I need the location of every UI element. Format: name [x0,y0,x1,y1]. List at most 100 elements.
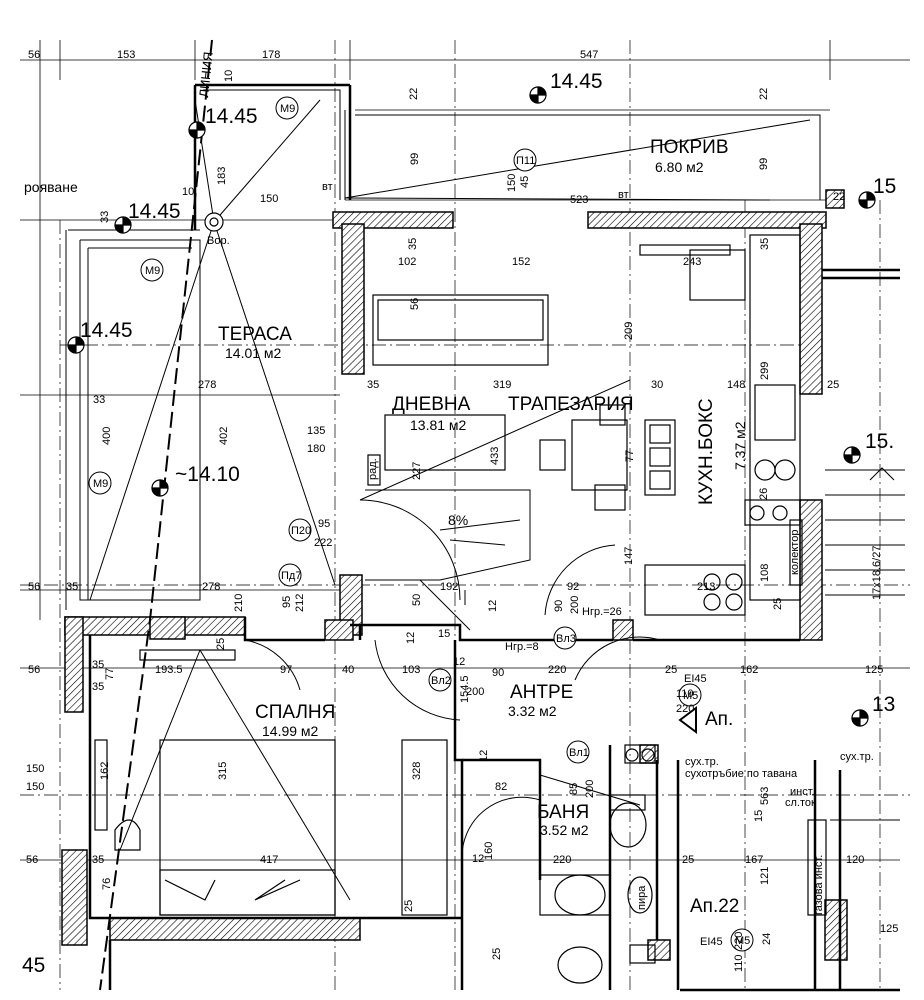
bath-fixtures [539,744,827,984]
level-marker-symbol [151,479,169,497]
dimension-value: 227 [411,462,423,480]
tag-label: M9 [93,478,108,490]
level-left2: 14.45 [80,319,133,342]
slope-label: 8% [448,512,468,528]
apartment-label: Ап. [705,709,733,730]
dimension-value: 220 [676,703,694,715]
tag-label: M5 [735,935,750,947]
level-balcony: 14.45 [205,105,258,128]
dimension-value: 56 [28,49,40,61]
dimension-value: 12 [405,632,417,644]
dimension-value: 167 [745,854,763,866]
dimension-value: 299 [759,362,771,380]
dimension-value: 563 [759,787,771,805]
living-furniture [367,294,676,511]
kitchen-counter [639,234,803,616]
dimension-value: 402 [218,427,230,445]
dimension-value: 77 [624,450,636,462]
dimension-value: 523 [570,194,588,206]
dimension-value: 82 [495,781,507,793]
dimension-value: 35 [92,659,104,671]
property-line [99,39,213,991]
dimension-value: 192 [440,581,458,593]
door-swings [244,499,661,861]
dimension-value: 200 [466,686,484,698]
ngr8-label: Нгр.=8 [505,641,539,653]
ei45b-label: EI45 [700,936,723,948]
dimension-value: 35 [759,238,771,250]
dimension-value: 220 [548,664,566,676]
living-name: ДНЕВНА [392,394,471,415]
dimension-value: 222 [314,537,332,549]
level-right-mid: 15. [865,430,894,453]
dimension-value: 400 [101,427,113,445]
dimension-value: 33 [99,211,111,223]
inst-tok-label: сл.ток [785,797,816,809]
dimension-value: 120 [846,854,864,866]
bath-name: БАНЯ [537,802,589,823]
dimension-value: 213 [697,581,715,593]
property-line-label: ЛИНИЯ [196,51,216,98]
dimension-value: 148 [727,379,745,391]
dimension-value: 50 [411,594,423,606]
dimension-value: 108 [759,564,771,582]
dimension-value: 121 [759,867,771,885]
tag-circles [88,96,754,952]
collector-label: колектор [789,530,801,575]
dimension-value: 12 [478,750,490,762]
dimension-value: 95 [281,596,293,608]
dimension-value: 319 [493,379,511,391]
level-marker-symbol [114,216,132,234]
drain-symbol-inner [209,217,219,227]
level-top: 14.45 [550,70,603,93]
dimension-value: 162 [740,664,758,676]
wall-lines [88,83,900,992]
dining-name: ТРАПЕЗАРИЯ [508,394,634,415]
bath-area: 3.52 м2 [540,822,589,838]
dimension-value: 99 [758,158,770,170]
dimension-value: 125 [865,664,883,676]
dimension-value: 40 [342,664,354,676]
dimension-value: 147 [623,547,635,565]
dimension-value: 25 [827,379,839,391]
bedroom-name: СПАЛНЯ [255,702,335,723]
walls [61,189,848,961]
drain-symbol [204,212,224,232]
dimension-value: 183 [216,167,228,185]
dimension-value: 193.5 [155,664,183,676]
terrace-name: ТЕРАСА [218,324,292,345]
gas-label: газова инст. [813,855,825,915]
dimension-value: 243 [683,256,701,268]
dry-pipe-label: сух.тр. [685,756,719,768]
level-right-low: 13 [872,693,895,716]
dimension-value: 210 [233,594,245,612]
bedroom-area: 14.99 м2 [262,723,319,739]
dimension-value: 25 [491,948,503,960]
dimension-value: 25 [665,664,677,676]
dimension-value: 56 [28,664,40,676]
dimension-value: 154.5 [459,675,471,703]
tag-label: Вл2 [431,675,451,687]
dimension-value: 25 [215,638,227,650]
dimension-value: 315 [217,762,229,780]
dimension-value: 35 [92,854,104,866]
hall-name: АНТРЕ [510,682,573,703]
dimension-value: 85 [568,783,580,795]
dimension-value: 22 [833,191,845,203]
dimension-value: 12 [472,853,484,865]
roof-area: 6.80 м2 [655,159,704,175]
dimension-value: 26 [758,488,770,500]
hall-area: 3.32 м2 [508,703,557,719]
dimension-value: 200 [584,780,596,798]
dimension-value: 76 [101,878,113,890]
dimension-value: 35 [407,238,419,250]
dimension-value: 30 [651,379,663,391]
dimension-value: 212 [294,594,306,612]
stair-label: 17x18.6/27 [871,546,883,600]
ngr26-label: Нгр.=26 [582,606,622,618]
tag-label: M9 [280,103,295,115]
terrace-area: 14.01 м2 [225,345,282,361]
dimension-value: 200 [569,596,581,614]
